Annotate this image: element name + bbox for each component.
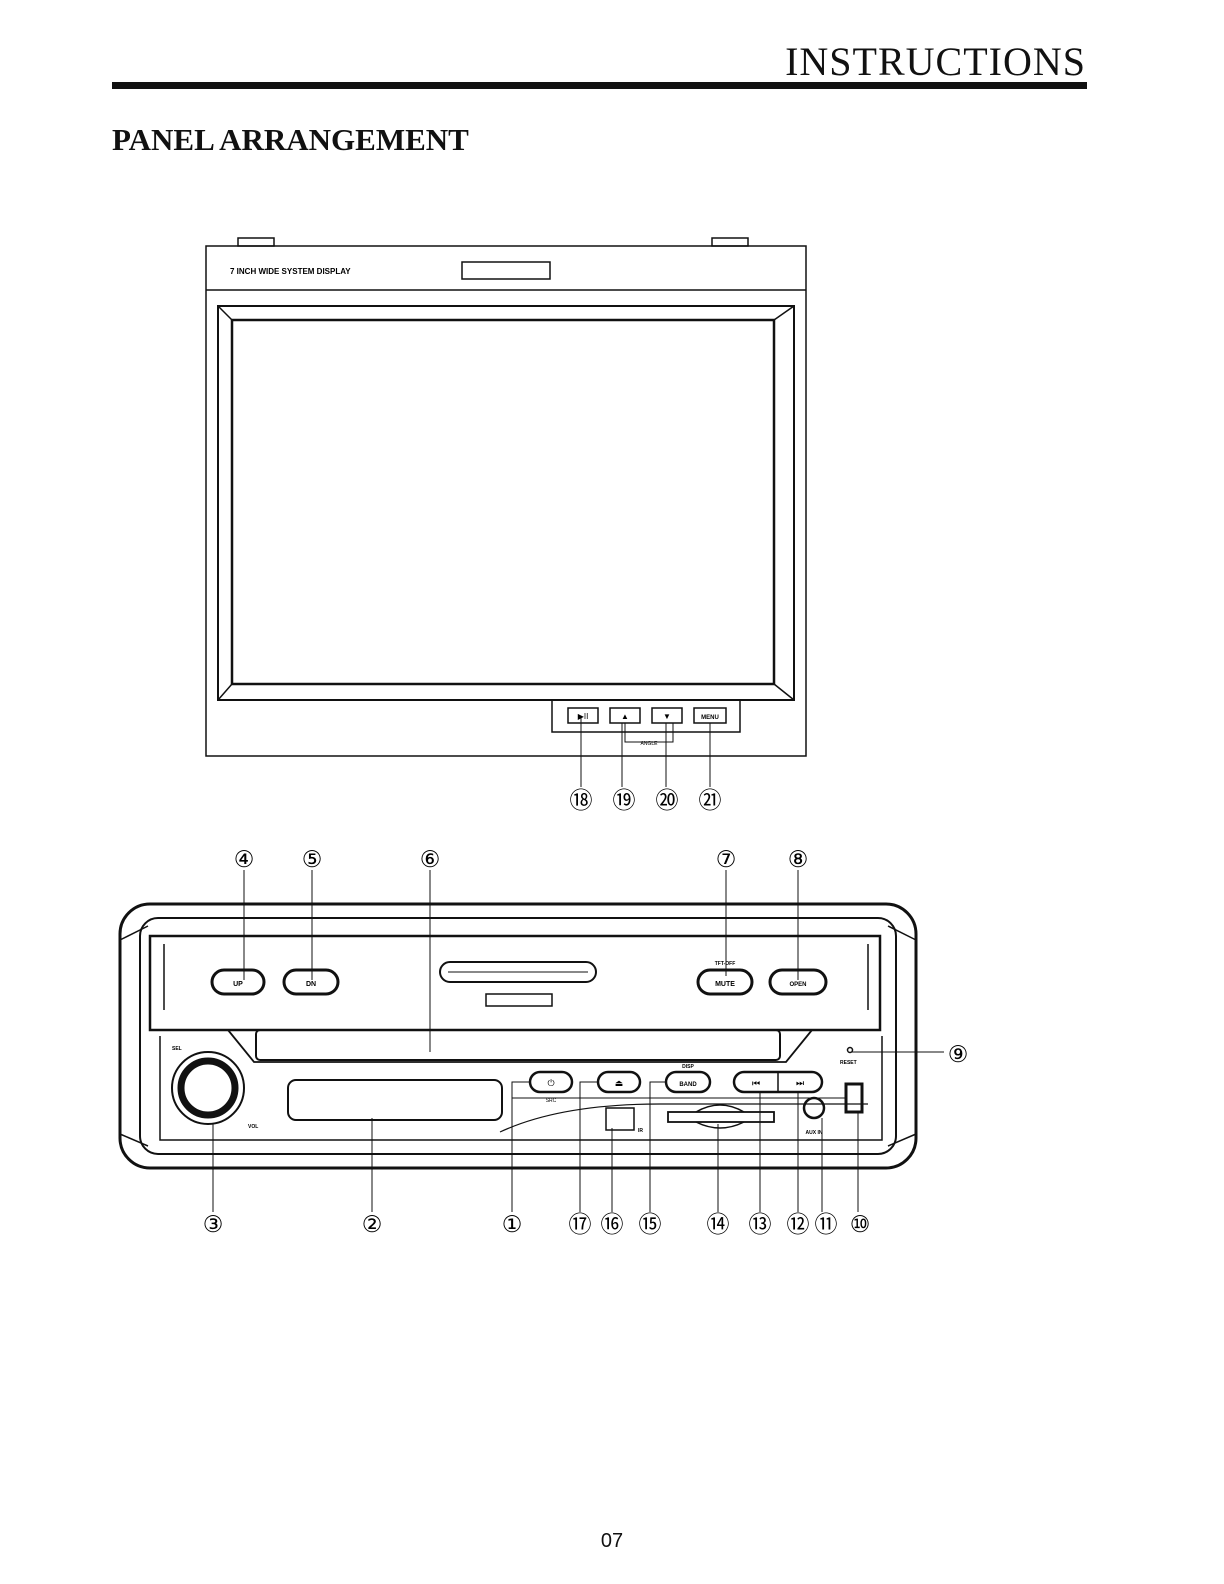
front-tray [256,1030,780,1060]
disp-label: DISP [682,1064,694,1070]
src-label: SRC [546,1098,557,1104]
callout-15: ⑮ [639,1211,662,1237]
band-button[interactable]: BAND [679,1082,697,1088]
hinge-tab-right [712,238,748,246]
callout-8: ⑧ [788,846,809,872]
callout-13: ⑬ [749,1211,772,1237]
callout-7: ⑦ [716,846,737,872]
screen-outer-frame [206,246,806,756]
aux-in-jack[interactable] [804,1098,824,1118]
callout-19: ⑲ [613,787,636,813]
ir-sensor [606,1108,634,1130]
callout-4: ④ [234,846,255,872]
top-leader-lines [213,870,944,1212]
callout-17: ⑰ [569,1211,592,1237]
card-slot [668,1112,774,1122]
callout-10: ⑩ [850,1211,871,1237]
callout-5: ⑤ [302,846,323,872]
ir-label: IR [638,1128,643,1134]
sel-label: SEL [172,1046,182,1052]
screen-up-label: ▲ [621,712,629,721]
callout-2: ② [362,1211,383,1237]
callout-3: ③ [203,1211,224,1237]
screen-menu-label: MENU [701,715,719,721]
prev-track-button[interactable]: ⏮ [752,1078,760,1088]
reset-pinhole[interactable] [848,1048,853,1053]
callout-21: ㉑ [699,787,722,813]
up-button[interactable]: UP [233,981,243,988]
callout-9: ⑨ [948,1041,969,1067]
open-button[interactable]: OPEN [789,982,806,988]
callout-16: ⑯ [601,1211,624,1237]
screen-indicator-window [462,262,550,279]
screen-panel [206,238,806,787]
screen-display [232,320,774,684]
mute-button[interactable]: MUTE [715,981,735,988]
callout-6: ⑥ [420,846,441,872]
callout-1: ① [502,1211,523,1237]
volume-knob[interactable] [181,1061,235,1115]
front-panel [120,904,916,1168]
screen-play-pause-label: ▶II [578,712,589,721]
usb-port[interactable] [846,1084,862,1112]
reset-label: RESET [840,1060,857,1066]
aux-in-label: AUX IN [806,1130,823,1136]
callout-18: ⑱ [570,787,593,813]
next-track-button[interactable]: ⏭ [796,1078,804,1088]
vol-label: VOL [248,1124,258,1130]
tft-off-label: TFT-OFF [715,961,736,967]
callout-14: ⑭ [707,1211,730,1237]
callout-12: ⑫ [787,1211,810,1237]
lcd-display-window [288,1080,502,1120]
front-indicator-window [486,994,552,1006]
page-number: 07 [0,1530,1224,1553]
front-chassis-inner [140,918,896,1154]
callout-11: ⑪ [815,1211,838,1237]
screen-bezel [218,306,794,700]
screen-model-label: 7 INCH WIDE SYSTEM DISPLAY [230,267,351,276]
screen-angle-label: ANGLE [641,741,659,747]
dn-button[interactable]: DN [306,981,316,988]
screen-down-label: ▼ [663,712,671,721]
eject-button[interactable]: ⏏ [615,1078,624,1088]
hinge-tab-left [238,238,274,246]
power-button[interactable]: ⏻ [547,1078,554,1088]
callout-20: ⑳ [656,787,679,813]
front-chassis-outer [120,904,916,1168]
